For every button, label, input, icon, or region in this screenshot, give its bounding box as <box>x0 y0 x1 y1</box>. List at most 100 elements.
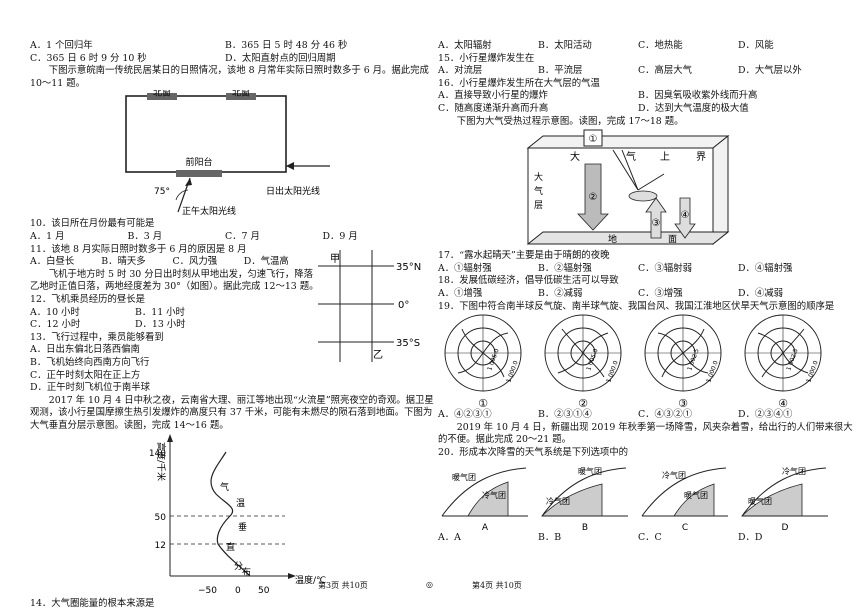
top-label-4: 界 <box>696 151 706 163</box>
left-page-number: 第3页 共10页 <box>318 581 368 590</box>
q9-option-d: D．太阳直射点的回归周期 <box>225 52 336 64</box>
q18-option-a: A．①增强 <box>438 287 483 299</box>
q16-option-a: A．直接导致小行星的爆炸 <box>438 90 548 102</box>
question-18: 18．发展低碳经济，倡导低碳生活可以导致 <box>438 275 619 287</box>
x-axis-label: 温度/℃ <box>295 574 326 584</box>
q15-option-c: C．高层大气 <box>638 65 693 77</box>
front-balcony-label: 前阳台 <box>185 156 212 168</box>
q11-option-b: B．晴天多 <box>101 256 146 268</box>
question-20: 20．形成本次降雪的天气系统是下列选项中的 <box>438 446 629 458</box>
north-window-label-2: 北窗 <box>232 90 250 99</box>
q13-option-b: B．飞机始终向西南方向飞行 <box>30 356 150 368</box>
q16-option-c: C．随高度递渐升高而升高 <box>438 102 549 114</box>
q17-option-d: D．④辐射强 <box>738 262 793 274</box>
q11-option-c: C．风力强 <box>172 256 218 268</box>
north-window-label-1: 北窗 <box>153 90 171 99</box>
q20-option-b: B．B <box>538 531 562 543</box>
q14-option-c: C．地热能 <box>638 40 683 51</box>
q18-option-b: B．②减弱 <box>538 287 583 299</box>
cloud-shape <box>628 190 658 202</box>
q14-option-d: D．风能 <box>738 40 774 51</box>
left-column: A．1 个回归年 B．365 日 5 时 48 分 46 秒 C．365 日 6… <box>30 40 434 611</box>
atmosphere-layer-figure: 高度/千米 温度/℃ 140 50 12 气 温 垂 直 分 布 <box>149 434 326 584</box>
q12-options-row2: C．12 小时 D．13 小时 <box>30 319 240 332</box>
curve-label-4: 直 <box>226 541 235 553</box>
q16-options-row2: C．随高度递渐升高而升高 D．达到大气温度的极大值 <box>438 103 838 116</box>
q12-option-c: C．12 小时 <box>30 319 81 331</box>
front-diagram-d: 冷气团 暖气团 <box>741 466 828 516</box>
y-tick-140: 140 <box>149 449 166 459</box>
q10-option-d: D．9 月 <box>322 230 358 242</box>
intro-14-16-line3: 大气垂直分层示意图。读图，完成 14～16 题。 <box>30 419 229 431</box>
q15-options: A．对流层 B．平流层 C．高层大气 D．大气层以外 <box>438 65 838 78</box>
curve-label-2: 温 <box>236 498 245 509</box>
front-diagram-b: 暖气团 冷气团 <box>541 466 628 516</box>
front-label-a: A <box>482 523 489 532</box>
top-label-1: 大 <box>570 150 580 163</box>
q17-option-b: B．②辐射强 <box>538 262 592 274</box>
q9-option-a: A．1 个回归年 <box>30 40 93 51</box>
intro-14-16-line1: 2017 年 10 月 4 日中秋之夜，云南省大理、丽江等地出现“火流星”照亮夜… <box>48 394 434 406</box>
intro-20-21-line1: 2019 年 10 月 4 日，新疆出现 2019 年秋季第一场降雪，风夹杂着雪… <box>456 421 853 433</box>
question-10: 10．该日所在月份最有可能是 <box>30 218 155 230</box>
angle-label: 75° <box>154 187 170 197</box>
label-box-1 <box>583 129 603 147</box>
intro-20-21-line2: 的不便。据此完成 20～21 题。 <box>438 434 571 446</box>
heating-process-figure: ① 大 气 上 界 大 气 层 ② ③ ④ 地 面 <box>526 129 730 246</box>
q17-option-c: C．③辐射弱 <box>638 262 693 274</box>
intro-10-11-line2: 10～11 题。 <box>30 77 85 89</box>
question-16: 16．小行星爆炸发生所在大气层的气温 <box>438 77 600 89</box>
q11-13-block: 11．该地 8 月实际日照时数多于 6 月的原因是 8 月 A．白昼长 B．晴天… <box>30 244 421 395</box>
sunrise-ray-arrowhead <box>286 162 294 171</box>
q19-option-c: C．④③②① <box>638 409 693 421</box>
q20-options: A．A B．B C．C D．D <box>438 532 838 545</box>
question-15: 15．小行星爆炸发生在 <box>438 52 535 64</box>
q16-options-row1: A．直接导致小行星的爆炸 B．因臭氧吸收紫外线而升高 <box>438 90 838 103</box>
diagram-label-3: ③ <box>678 397 688 409</box>
q12-option-a: A．10 小时 <box>30 306 80 318</box>
q11-options: A．白昼长 B．晴天多 C．风力强 D．气温高 <box>30 256 315 269</box>
diagram-label-2: ② <box>578 397 588 409</box>
right-column: A．太阳辐射 B．太阳活动 C．地热能 D．风能 15．小行星爆炸发生在 A．对… <box>438 40 853 545</box>
curve-label-3: 垂 <box>238 521 247 533</box>
noon-ray-arrowhead <box>185 178 192 187</box>
temperature-curve <box>210 452 251 577</box>
d3-pressure-outer: 1 000.0 <box>705 360 719 384</box>
front-balcony-bar <box>176 170 222 178</box>
intro-10-11-line1: 下图示意皖南一传统民居某日的日照情况，该地 8 月常年实际日照时数多于 6 月。… <box>48 65 429 77</box>
front-label-c: C <box>682 523 688 532</box>
arrow-4-shape <box>674 197 696 239</box>
side-label-2: 气 <box>534 185 543 197</box>
q19-options: A．④②③① B．②③①④ C．④③②① D．②③④① <box>438 409 838 422</box>
intro-12-13-line1: 飞机于地方时 5 时 30 分日出时刻从甲地出发，匀速飞行，降落 <box>48 268 313 280</box>
q16-option-b: B．因臭氧吸收紫外线而升高 <box>638 90 758 102</box>
q15-option-a: A．对流层 <box>438 65 483 77</box>
q19-option-b: B．②③①④ <box>538 409 592 421</box>
q18-option-d: D．④减弱 <box>738 287 784 299</box>
box-side-face <box>712 135 729 246</box>
front-d-cold: 冷气团 <box>782 466 806 476</box>
q14-option-b: B．太阳活动 <box>538 40 592 51</box>
d4-pressure-outer: 1 000.0 <box>805 360 819 384</box>
side-label-3: 层 <box>534 200 543 211</box>
question-13: 13．飞行过程中，乘员能够看到 <box>30 331 164 343</box>
diagram-label-4: ④ <box>778 397 788 409</box>
q11-option-d: D．气温高 <box>243 256 289 268</box>
q14-option-a: A．太阳辐射 <box>438 40 492 51</box>
front-label-b: B <box>582 523 588 532</box>
curve-label-6: 布 <box>242 566 251 578</box>
intro-14-16-line2: 观测，该小行星国摩擦生热引发爆炸的高度只有 37 千米，可能有未燃尽的陨石落到地… <box>30 407 433 419</box>
q17-options: A．①辐射强 B．②辐射强 C．③辐射弱 D．④辐射强 <box>438 263 838 276</box>
question-19: 19．下图中符合南半球反气旋、南半球气旋、我国台风、我国江淮地区伏旱天气示意图的… <box>438 300 835 312</box>
y-axis-arrow <box>167 434 173 443</box>
solar-ray-1 <box>612 149 639 191</box>
x-tick-0: 0 <box>235 586 241 596</box>
q18-option-c: C．③增强 <box>638 287 683 299</box>
q10-option-b: B．3 月 <box>127 230 163 242</box>
y-tick-12: 12 <box>155 541 166 551</box>
jia-label: 甲 <box>330 254 340 265</box>
q13-option-c: C．正午时刻太阳在正上方 <box>30 369 141 381</box>
lat-35n-label: 35°N <box>396 262 421 273</box>
q9-option-b: B．365 日 5 时 48 分 46 秒 <box>225 40 348 51</box>
x-tick-row: −50 0 50 <box>198 586 270 596</box>
